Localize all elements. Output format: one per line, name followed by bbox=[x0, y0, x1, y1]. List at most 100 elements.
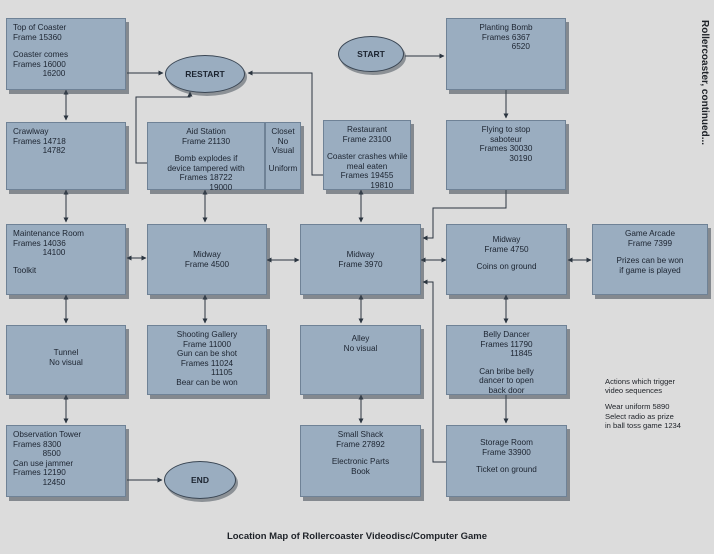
box-text-line: 8500 bbox=[13, 449, 61, 459]
box-text-line: Top of Coaster bbox=[13, 23, 67, 32]
box-text-line: Visual bbox=[271, 146, 295, 156]
line-gap bbox=[453, 359, 560, 367]
box-text-line: Midway bbox=[346, 250, 375, 259]
link-flying-midway3970 bbox=[422, 190, 507, 241]
box-text-line: Belly Dancer bbox=[483, 330, 530, 339]
box-text-line: saboteur bbox=[490, 134, 522, 144]
box-text-line: Prizes can be won bbox=[616, 256, 684, 266]
box-text-line: 19810 bbox=[340, 180, 394, 190]
box-text-line: in ball toss game 1234 bbox=[605, 420, 681, 430]
box-text-line: Toolkit bbox=[13, 265, 37, 275]
box-text-line: Frame 15360 bbox=[13, 32, 62, 42]
box-text-line: Maintenance Room bbox=[13, 229, 84, 238]
box-text-line: Frame 33900 bbox=[482, 447, 531, 457]
box-text-line: Gun can be shot bbox=[176, 349, 238, 359]
box-text-line: Frames 6367 bbox=[481, 32, 531, 42]
box-text-line: Uniform bbox=[268, 163, 298, 173]
box-text-line: Ticket on ground bbox=[476, 465, 537, 475]
link-storage-midway3970 bbox=[422, 279, 446, 463]
start-node: START bbox=[338, 36, 404, 72]
box-text-line: Frames 12190 bbox=[13, 468, 66, 478]
line-gap bbox=[13, 42, 119, 50]
box-text-line: Frames 30030 bbox=[479, 144, 533, 154]
box-text-line: 30190 bbox=[479, 153, 533, 163]
box-text-line: Can bribe belly bbox=[479, 366, 534, 376]
box-text-line: 6520 bbox=[482, 42, 530, 52]
box-text-line: device tampered with bbox=[167, 163, 245, 173]
side-title: Rollercoaster, continued... bbox=[699, 20, 710, 146]
box-text-line: Wear uniform 5890 bbox=[605, 402, 670, 412]
link-aid-restart bbox=[135, 91, 193, 164]
box-text-line: Game Arcade bbox=[624, 229, 676, 238]
box-text-line: Tunnel bbox=[53, 348, 79, 357]
line-gap bbox=[453, 457, 560, 465]
box-text-line: No visual bbox=[343, 343, 378, 353]
line-gap bbox=[599, 248, 701, 256]
box-text-line: 12450 bbox=[13, 477, 66, 487]
box-text-line: Flying to stop bbox=[481, 125, 531, 134]
box-text-line: No bbox=[277, 136, 289, 146]
box-text-line: No visual bbox=[49, 357, 83, 367]
box-text-line: back door bbox=[488, 385, 525, 395]
box-text-line: Closet bbox=[271, 127, 295, 136]
line-gap bbox=[453, 254, 560, 262]
box-text-line: 19000 bbox=[179, 182, 233, 192]
box-text-line: Restaurant bbox=[346, 125, 388, 134]
box-text-line: Frame 21130 bbox=[181, 136, 231, 146]
line-gap bbox=[268, 156, 298, 164]
box-text-line: Frame 4750 bbox=[484, 244, 529, 254]
box-text-line: Frame 23100 bbox=[342, 134, 392, 144]
line-gap bbox=[307, 449, 414, 457]
link-restaurant-restart bbox=[247, 70, 323, 176]
box-text-line: Frames 11024 bbox=[180, 358, 234, 368]
box-text-line: 11105 bbox=[181, 368, 233, 378]
line-gap bbox=[327, 144, 407, 152]
box-text-line: Frame 4500 bbox=[184, 259, 230, 269]
box-text-line: Alley bbox=[351, 334, 370, 343]
box-text-line: Frames 18722 bbox=[179, 173, 233, 183]
restart-node: RESTART bbox=[165, 55, 245, 93]
box-text-line: 14782 bbox=[13, 146, 66, 156]
box-text-line: Small Shack bbox=[337, 430, 384, 439]
box-text-line: 11845 bbox=[480, 349, 533, 359]
box-text-line: 14100 bbox=[13, 248, 66, 258]
box-text-line: Select radio as prize bbox=[605, 411, 674, 421]
box-text-line: Book bbox=[351, 466, 370, 476]
box-text-line: Coaster comes bbox=[13, 50, 69, 60]
box-text-line: Crawlway bbox=[13, 127, 49, 136]
box-text-line: video sequences bbox=[605, 386, 662, 396]
box-text-line: Frames 14718 bbox=[13, 136, 66, 146]
box-text-line: Frames 19455 bbox=[340, 171, 394, 181]
box-text-line: Bomb explodes if bbox=[174, 154, 238, 164]
line-gap bbox=[605, 395, 710, 402]
box-text-line: Observation Tower bbox=[13, 430, 82, 439]
box-text-line: Midway bbox=[492, 235, 521, 244]
end-node: END bbox=[164, 461, 236, 499]
box-text-line: 16200 bbox=[13, 69, 66, 79]
box-text-line: Frame 3970 bbox=[338, 259, 383, 269]
box-text-line: dancer to open bbox=[479, 376, 534, 386]
box-text-line: Frames 11790 bbox=[480, 339, 533, 349]
box-text-line: Frame 27892 bbox=[336, 439, 385, 449]
box-text-line: Storage Room bbox=[480, 438, 533, 447]
box-text-line: Frame 7399 bbox=[627, 238, 673, 248]
box-text-line: Shooting Gallery bbox=[176, 330, 238, 339]
figure-caption: Location Map of Rollercoaster Videodisc/… bbox=[226, 531, 488, 542]
